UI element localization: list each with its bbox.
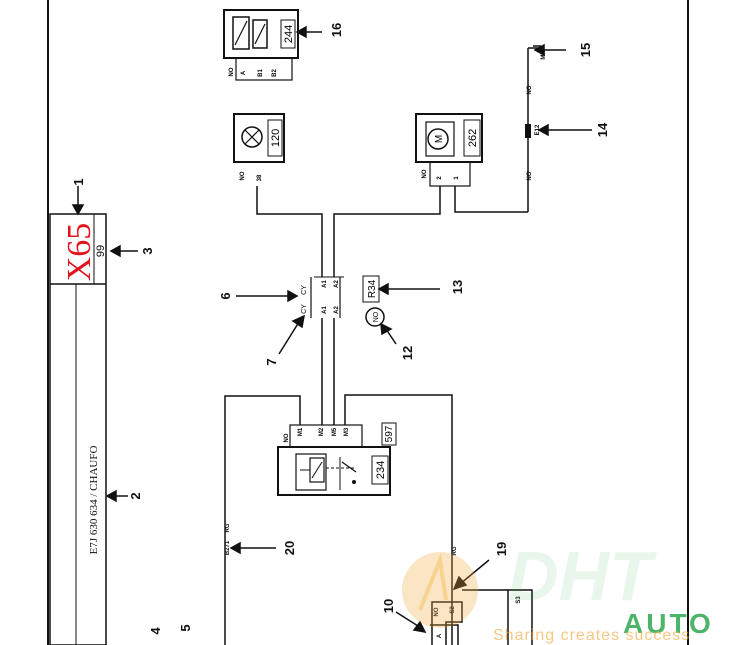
- fuse-label: E12: [535, 124, 541, 135]
- callout-16: 16: [329, 23, 344, 37]
- sheet-code: X65: [61, 223, 98, 282]
- component-244-number: 244: [283, 25, 295, 43]
- connector-pin-cy-top: CY: [301, 285, 308, 295]
- component-120-number: 120: [270, 129, 282, 147]
- component-597-number: 597: [384, 425, 395, 442]
- sheet-sub-number: 99: [95, 245, 107, 257]
- callout-5: 5: [178, 624, 193, 631]
- callout-2: 2: [128, 492, 143, 499]
- component-244-pin-b1: B1: [258, 69, 264, 77]
- relay-pin-m2: M2: [319, 427, 325, 436]
- callout-7: 7: [264, 358, 279, 365]
- callout-4: 4: [148, 627, 163, 635]
- component-262-pin-no: NO: [422, 169, 428, 178]
- connector-pin-a1-bottom: A1: [322, 306, 328, 314]
- component-262-number: 262: [467, 129, 479, 147]
- relay-pin-no: NO: [284, 433, 290, 442]
- ground-label: MH: [541, 50, 547, 59]
- component-262-pin-2: 2: [437, 176, 443, 180]
- lower-component-partial: [430, 589, 533, 645]
- component-120: 120 NO 38: [233, 113, 285, 181]
- connector-pin-a2-top: A2: [334, 280, 340, 288]
- wire-tag-rg-left: RG: [225, 523, 231, 532]
- callout-12: 12: [400, 346, 415, 360]
- callout-14: 14: [595, 122, 610, 137]
- callout-3: 3: [140, 247, 155, 254]
- callout-1: 1: [71, 178, 86, 185]
- ground-and-fuse-branch: MH NO E12 NO: [525, 45, 547, 212]
- callout-numbers: 1 2 3 4 5 6 7 10 12 13 14 15 16 19 20: [71, 23, 610, 635]
- wire-tag-s2: S2: [450, 606, 456, 614]
- component-244: 244 NO A B1 B2: [223, 9, 299, 81]
- watermark-slogan: Sharing creates success: [493, 627, 690, 644]
- wire-tag-b271: B271: [225, 540, 231, 555]
- wire-tag-no-fuse: NO: [527, 171, 533, 180]
- watermark-brand-dht: DHT: [508, 537, 657, 615]
- callout-19: 19: [494, 542, 509, 556]
- component-234: 234: [277, 446, 391, 496]
- callout-arrows: [71, 25, 592, 634]
- relay-pin-m3: M3: [344, 427, 350, 436]
- connector-r34-label: R34: [367, 279, 378, 298]
- callout-6: 6: [218, 292, 233, 299]
- callout-10: 10: [381, 599, 396, 613]
- wire-tag-no-ground: NO: [527, 85, 533, 94]
- watermark-brand-auto: AUTO: [623, 608, 714, 639]
- connector-pin-a1-top: A1: [322, 280, 328, 288]
- component-120-pin-38: 38: [257, 174, 263, 181]
- lower-wire-tags: RG B271 RG NO S2 S3 A: [225, 523, 522, 638]
- fuse-e12-body: [525, 124, 531, 138]
- wiring: [224, 186, 528, 645]
- callout-20: 20: [282, 541, 297, 555]
- connector-r34: R34 NO CY CY A1 A2 A1 A2: [301, 275, 385, 327]
- title-block: X65 99 E7J 630 634 / CHAUFO: [49, 213, 107, 645]
- motor-symbol-icon: M: [434, 135, 445, 143]
- component-244-pin-no: NO: [229, 67, 235, 76]
- callout-13: 13: [450, 280, 465, 294]
- wire-tag-a: A: [437, 633, 443, 638]
- component-120-pin-no: NO: [240, 171, 246, 180]
- component-234-number: 234: [375, 461, 387, 479]
- component-244-pin-b2: B2: [272, 69, 278, 77]
- dht-auto-watermark: DHT AUTO Sharing creates success: [402, 537, 714, 644]
- component-244-pin-a: A: [241, 70, 247, 75]
- connector-pin-cy-bottom: CY: [301, 304, 308, 314]
- wire-tag-rg-right: RG: [452, 546, 458, 555]
- component-262: M 262 NO 2 1: [415, 113, 483, 187]
- callout-15: 15: [578, 43, 593, 57]
- connector-r34-ground-mark: NO: [373, 311, 380, 322]
- wire-tag-no-lower: NO: [434, 607, 440, 616]
- connector-pin-a2-bottom: A2: [334, 306, 340, 314]
- relay-pin-m1: M1: [298, 427, 304, 436]
- component-262-pin-1: 1: [454, 176, 460, 180]
- wire-tag-s3: S3: [516, 596, 522, 604]
- relay-597-pin-block: 597 NO M1 M2 M5 M3: [284, 422, 397, 448]
- relay-pin-m5: M5: [332, 427, 338, 436]
- document-reference: E7J 630 634 / CHAUFO: [88, 446, 100, 555]
